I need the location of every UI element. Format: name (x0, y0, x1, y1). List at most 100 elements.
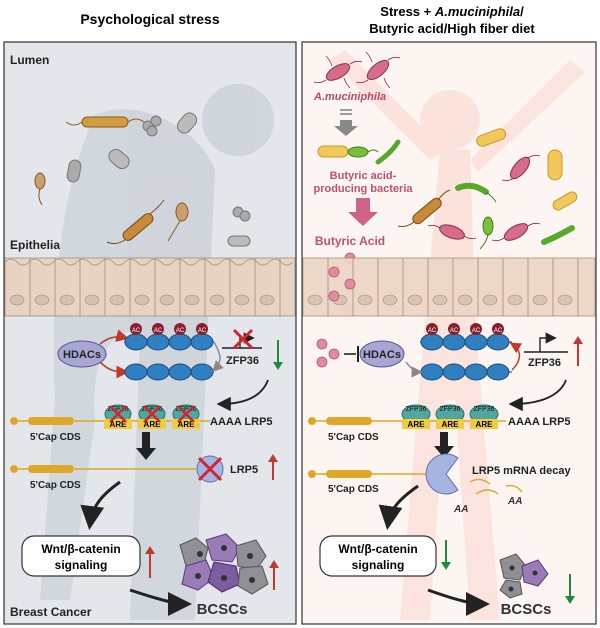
zfp36-protein-label: ZFP36 (175, 406, 196, 413)
mrna-decay-label: LRP5 mRNA decay (472, 465, 572, 477)
hdacs-enzyme (359, 340, 405, 368)
are-element (402, 419, 430, 429)
wnt-label-line1: Wnt/β-catenin (41, 542, 120, 556)
deacetylated-chromatin (124, 363, 214, 381)
chromatin-condensation-arrow (212, 341, 224, 372)
hdacs-label: HDACs (63, 349, 101, 361)
right-epithelium (302, 257, 596, 317)
acetylated-chromatin: AC AC AC AC (124, 323, 214, 351)
flagellum (65, 121, 83, 126)
blocked-x-icon (232, 328, 254, 350)
down-arrow-icon (441, 562, 451, 570)
left-lumen-bacteria (34, 112, 251, 247)
5cap-icon (10, 417, 18, 425)
ac-mark: AC (428, 328, 437, 334)
butyric-acid-inhibitor (316, 338, 340, 368)
rod-bacterium (108, 148, 130, 170)
stressed-person-silhouette (40, 84, 274, 620)
wnt-label-line2: signaling (55, 558, 108, 572)
transcription-start-arrow (539, 332, 557, 352)
butyric-acid-label: Butyric Acid (315, 234, 385, 248)
right-lumen-bacteria (397, 128, 578, 250)
left-bcsc-cluster (179, 533, 269, 595)
breast-cancer-label: Breast Cancer (10, 605, 92, 619)
ac-mark: AC (132, 328, 141, 334)
left-lrp5-translation: LRP5 5'Cap CDS (10, 454, 278, 491)
aa-fragment-label: AA (507, 496, 522, 507)
are-element (436, 419, 464, 429)
zfp36-gene-label: ZFP36 (226, 355, 259, 367)
down-arrow-icon (565, 596, 575, 604)
up-arrow-icon (269, 560, 279, 568)
right-panel: Stress + A.muciniphila/ Butyric acid/Hig… (301, 4, 597, 625)
wnt-signaling-box (21, 535, 141, 577)
right-lrp5-mrna: ZFP36 ZFP36 ZFP36 ARE ARE ARE AAAA LRP5 … (308, 404, 571, 443)
right-mrna-decay: LRP5 mRNA decay AA AA 5'Cap CDS (308, 453, 572, 515)
aa-fragment-label: AA (453, 504, 468, 515)
epithelia-label: Epithelia (10, 238, 60, 252)
coccus-bacterium (146, 125, 158, 137)
zfp36-protein-label: ZFP36 (107, 406, 128, 413)
cap-cds-label: 5'Cap CDS (30, 480, 81, 491)
deacetylation-arrow (99, 329, 130, 345)
rod-bacterium (81, 116, 129, 128)
ac-mark: AC (198, 328, 207, 334)
blocked-x-icon (177, 405, 195, 423)
butyrate-producing-bacteria (317, 139, 401, 165)
wnt-to-bcsc-arrow (427, 588, 490, 616)
are-label: ARE (178, 420, 196, 429)
aaaa-lrp5-label: AAAA LRP5 (210, 416, 273, 428)
up-arrow-icon (573, 336, 583, 344)
aaaa-lrp5-label: AAAA LRP5 (508, 416, 571, 428)
wnt-signaling-box (319, 535, 437, 577)
opening-arrow (509, 342, 523, 371)
zfp36-protein-label: ZFP36 (141, 406, 162, 413)
are-element (470, 419, 498, 429)
down-arrow-icon (273, 362, 283, 370)
ac-mark: AC (450, 328, 459, 334)
lumen-label: Lumen (10, 53, 49, 67)
lrp5-to-wnt-arrow (80, 480, 121, 530)
left-epithelium (4, 257, 296, 317)
bcscs-label: BCSCs (501, 601, 552, 618)
amuciniphila-label: A.muciniphila (313, 91, 386, 103)
flagellum (106, 239, 126, 245)
translation-arrow (136, 432, 156, 460)
butyrate-bacteria-line2: producing bacteria (313, 183, 413, 195)
grey-down-arrow (334, 120, 358, 136)
grey-arrow (405, 361, 423, 378)
left-lrp5-mrna: ZFP36 ZFP36 ZFP36 ARE ARE ARE AAAA LRP5 … (10, 404, 273, 443)
ac-mark: AC (154, 328, 163, 334)
deacetylation-arrow (99, 361, 130, 379)
flagellated-bacterium (34, 172, 46, 190)
rod-bacterium (227, 235, 251, 247)
lrp5-label: LRP5 (230, 464, 258, 476)
flagellum (149, 199, 165, 215)
flagellum (38, 188, 43, 206)
left-panel: Psychological stress Lumen (3, 11, 297, 625)
hdacs-enzyme (57, 340, 107, 368)
ac-mark: AC (494, 328, 503, 334)
wnt-label-line1: Wnt/β-catenin (338, 542, 417, 556)
right-acetylated-chromatin: AC AC AC AC (420, 323, 512, 381)
cap-cds-label: 5'Cap CDS (328, 432, 379, 443)
relaxed-person-silhouette (330, 50, 585, 620)
cds-segment (28, 417, 74, 425)
right-bcsc-cluster (499, 553, 549, 599)
zfp36-gene-label: ZFP36 (528, 357, 561, 369)
butyric-acid-in-epithelium (328, 266, 356, 302)
cap-cds-label: 5'Cap CDS (30, 432, 81, 443)
ac-mark: AC (176, 328, 185, 334)
flagellum (167, 220, 181, 242)
wnt-to-bcsc-arrow (129, 588, 192, 616)
zfp36-to-mrna-arrow (508, 379, 567, 412)
exonuclease-pacman (425, 453, 459, 495)
are-element (172, 419, 200, 429)
zfp36-protein-label: ZFP36 (473, 406, 494, 413)
rod-bacterium (122, 213, 154, 241)
zfp36-protein-label: ZFP36 (439, 406, 460, 413)
decay-arrow (434, 432, 454, 458)
cap-cds-label: 5'Cap CDS (328, 484, 379, 495)
ac-mark: AC (472, 328, 481, 334)
